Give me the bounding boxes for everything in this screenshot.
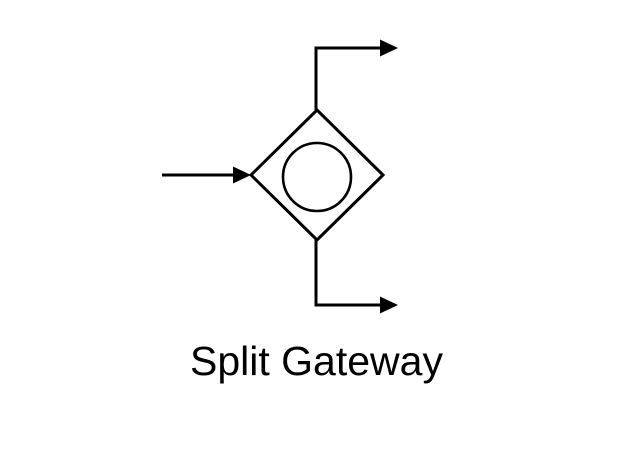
bottom-outgoing-arrow-line — [314, 240, 382, 307]
gateway-inner-circle-icon — [281, 141, 353, 213]
gateway-diamond-icon — [248, 107, 386, 243]
diagram-label: Split Gateway — [190, 338, 443, 384]
top-outgoing-arrow-line — [314, 46, 382, 110]
incoming-arrowhead-icon — [233, 166, 251, 184]
top-arrowhead-icon — [380, 39, 398, 57]
bottom-arrowhead-icon — [380, 296, 398, 314]
